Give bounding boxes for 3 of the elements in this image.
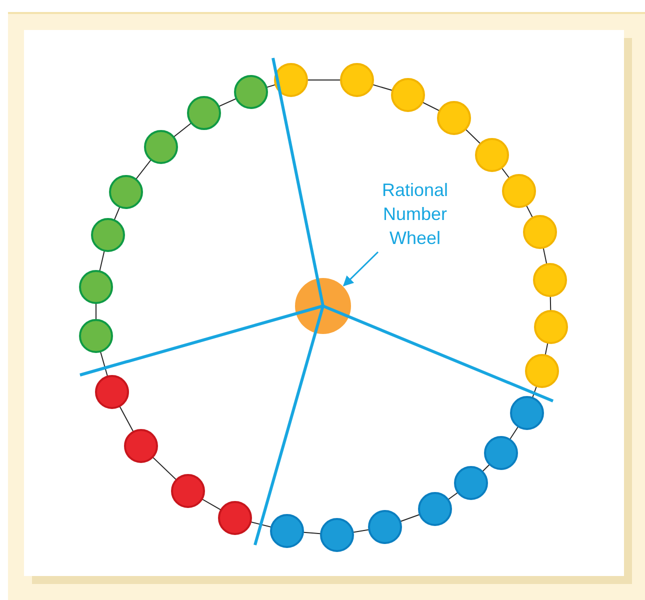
wheel-label: Rational Number Wheel: [362, 178, 468, 250]
center-circle: [295, 278, 351, 334]
leader-arrow: [342, 251, 379, 286]
